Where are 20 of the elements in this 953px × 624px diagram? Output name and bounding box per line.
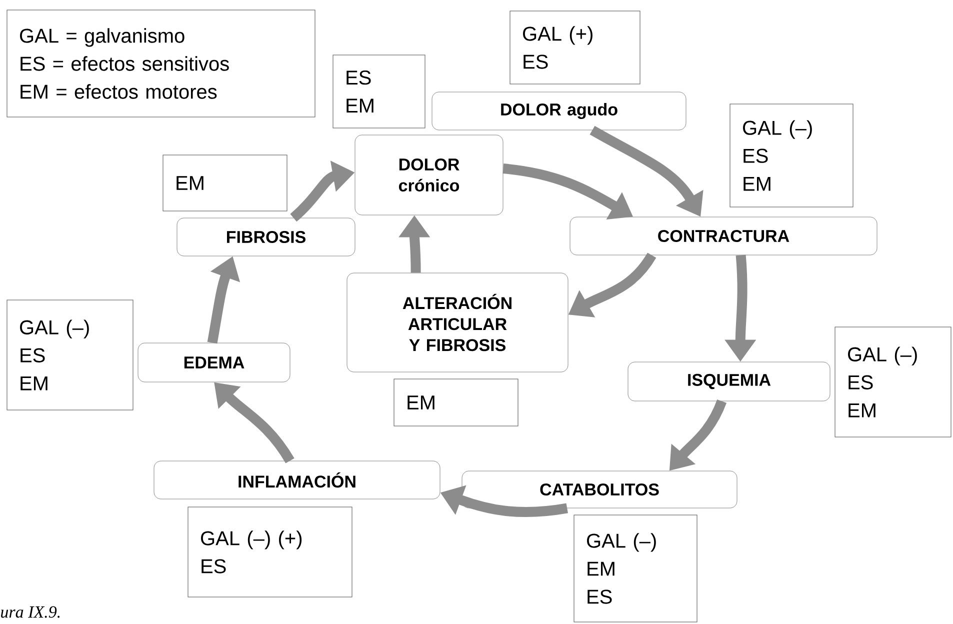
process-box: CATABOLITOS (462, 470, 738, 508)
figure-caption: ura IX.9. (1, 606, 60, 618)
process-box: ISQUEMIA (628, 362, 830, 402)
process-box: FIBROSIS (176, 218, 356, 256)
process-box: DOLOR agudo (432, 92, 686, 130)
annotation-box: ES EM (332, 54, 426, 128)
process-box: ALTERACIÓN ARTICULAR Y FIBROSIS (346, 272, 568, 372)
process-box: INFLAMACIÓN (154, 460, 440, 500)
legend-box: GAL = galvanismo ES = efectos sensitivos EM = efectos motores (6, 10, 316, 118)
annotation-box: GAL (–) (+) ES (188, 506, 352, 598)
process-box: EDEMA (138, 342, 290, 382)
annotation-box: EM (162, 154, 288, 212)
process-box: CONTRACTURA (570, 216, 878, 256)
annotation-box: GAL (–) ES EM (730, 104, 854, 208)
annotation-box: EM (394, 378, 518, 426)
annotation-box: GAL (–) EM ES (574, 514, 698, 622)
process-box: DOLOR crónico (354, 134, 504, 216)
annotation-box: GAL (–) ES EM (834, 326, 952, 438)
annotation-box: GAL (–) ES EM (6, 300, 134, 410)
annotation-box: GAL (+) ES (510, 10, 640, 84)
